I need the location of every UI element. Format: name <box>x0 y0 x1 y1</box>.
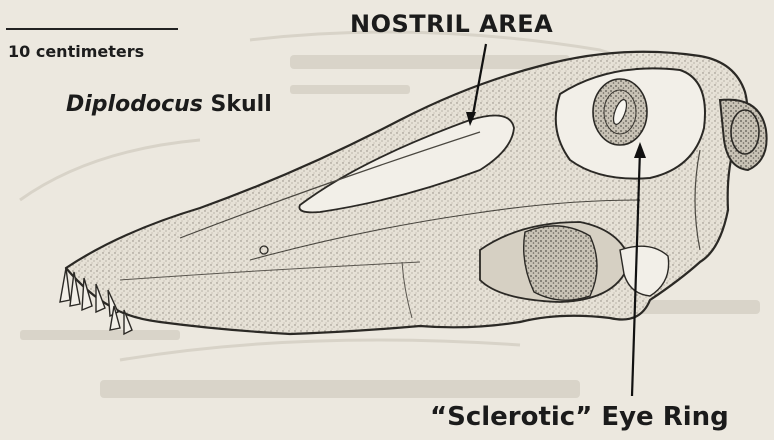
scale-bar <box>6 28 178 30</box>
figure-title-genus: Diplodocus <box>66 92 203 117</box>
nostril-area-label: NOSTRIL AREA <box>350 10 553 38</box>
eye-ring-label: “Sclerotic” Eye Ring <box>430 402 729 432</box>
figure-title-rest: Skull <box>203 92 272 117</box>
figure-title: Diplodocus Skull <box>66 92 272 117</box>
scale-label: 10 centimeters <box>8 42 144 61</box>
